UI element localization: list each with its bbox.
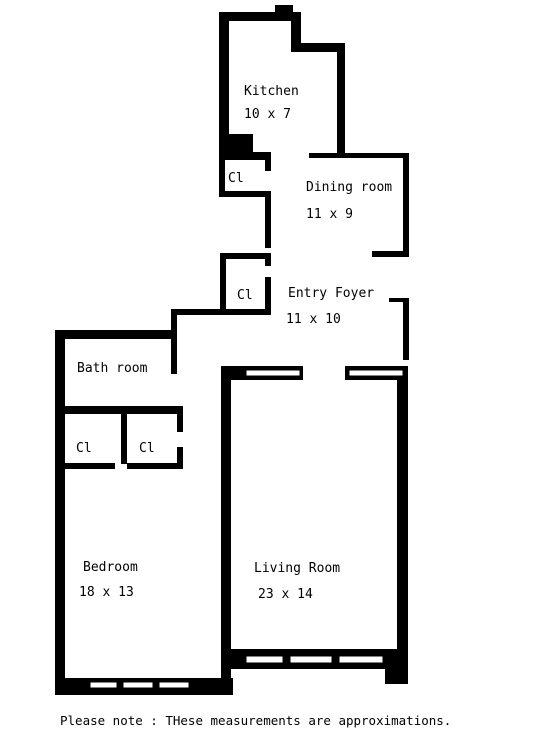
- kitchen-left-wall: [219, 12, 229, 157]
- living-window-top-right: [348, 369, 404, 377]
- living-room-label: Living Room: [254, 561, 341, 576]
- entry-foyer-size: 11 x 10: [286, 312, 341, 327]
- closets-center-wall: [121, 406, 127, 464]
- kitchen-size: 10 x 7: [244, 107, 291, 122]
- dining-right-wall: [403, 153, 409, 257]
- bedroom-window-bottom-3: [158, 681, 190, 689]
- kitchen-top-wall-block: [275, 5, 293, 19]
- closets-right-wall-upper: [177, 406, 183, 432]
- kitchen-top-wall: [219, 12, 297, 21]
- kitchen-closet-bottom-wall: [219, 191, 271, 197]
- kitchen-closet-left-wall: [219, 152, 225, 197]
- closets-right-wall-lower: [177, 447, 183, 469]
- dining-top-wall: [309, 153, 408, 158]
- bedroom-window-bottom-2: [122, 681, 154, 689]
- closet-label-foyer: Cl: [237, 288, 253, 303]
- foyer-closet-left-wall: [220, 253, 226, 313]
- bath-bottom-wall: [55, 406, 183, 414]
- bath-top-wall: [55, 330, 175, 339]
- bedroom-size: 18 x 13: [79, 585, 134, 600]
- foyer-closet-right-wall-lower: [265, 277, 271, 313]
- closet-label-bedroom-right: Cl: [139, 441, 155, 456]
- living-window-top-left: [245, 369, 301, 377]
- foyer-right-wall: [403, 298, 409, 360]
- dining-room-label: Dining room: [306, 180, 393, 195]
- kitchen-bottom-block: [229, 134, 253, 152]
- living-window-bottom-1: [245, 655, 284, 664]
- closets-bottom-wall-right: [127, 463, 183, 469]
- living-window-bottom-3: [338, 655, 384, 664]
- entry-foyer-label: Entry Foyer: [288, 286, 375, 301]
- closet-label-bedroom-left: Cl: [76, 441, 92, 456]
- bedroom-right-wall: [221, 366, 231, 695]
- foyer-right-wall-tab: [389, 298, 409, 302]
- kitchen-closet-right-wall: [265, 152, 271, 171]
- kitchen-label: Kitchen: [244, 84, 299, 99]
- dining-left-wall: [265, 191, 271, 248]
- bedroom-outer-left-wall: [55, 330, 65, 695]
- foyer-left-wall: [171, 309, 271, 315]
- foyer-closet-top-wall: [220, 253, 270, 259]
- foyer-closet-right-wall: [265, 253, 271, 266]
- kitchen-right-wall-lower: [337, 43, 345, 156]
- kitchen-closet-top-wall: [219, 152, 271, 160]
- closets-bottom-wall-left: [55, 463, 115, 469]
- living-room-size: 23 x 14: [258, 587, 313, 602]
- approximation-note: Please note : THese measurements are app…: [60, 713, 452, 728]
- bath-connector-wall: [171, 309, 177, 374]
- dining-room-size: 11 x 9: [306, 207, 353, 222]
- dining-bottom-wall: [372, 251, 409, 257]
- bathroom-label: Bath room: [77, 361, 148, 376]
- bedroom-label: Bedroom: [83, 560, 138, 575]
- kitchen-right-wall-upper: [291, 12, 301, 52]
- bedroom-window-bottom-1: [89, 681, 118, 689]
- kitchen-right-wall-step: [291, 43, 344, 52]
- living-bottom-right-block: [385, 649, 408, 684]
- living-window-bottom-2: [289, 655, 333, 664]
- closet-label-kitchen: Cl: [228, 171, 244, 186]
- living-right-wall: [397, 366, 408, 684]
